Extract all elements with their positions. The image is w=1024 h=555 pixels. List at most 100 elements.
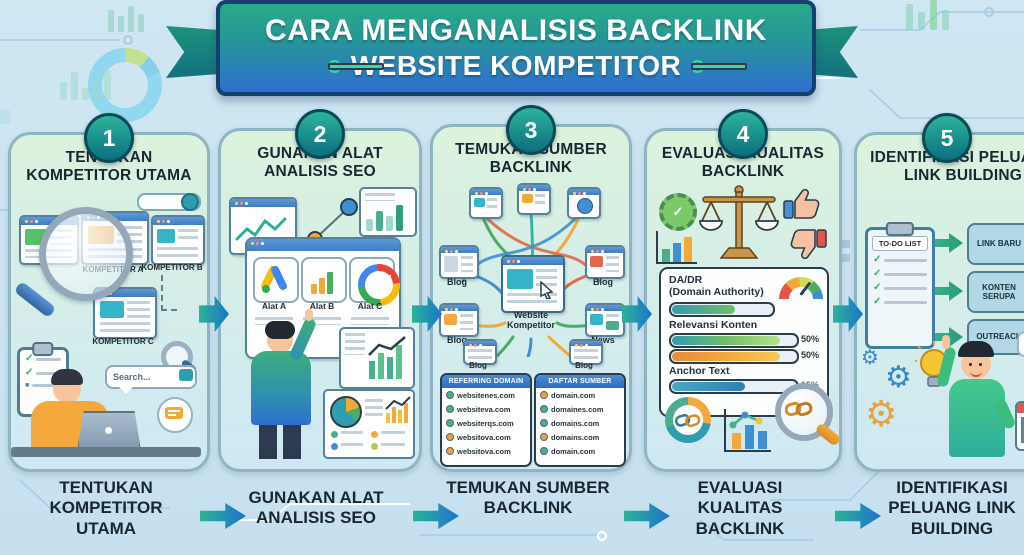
- person-body-teal: [251, 351, 311, 425]
- tool-a-tile: [253, 257, 299, 303]
- line-chart: [235, 217, 287, 241]
- cursor-icon: [540, 281, 554, 299]
- thumb-down-icon: [790, 229, 827, 259]
- quality-seal-icon: ✓: [659, 193, 697, 231]
- bars-decoration: [60, 70, 111, 100]
- source-label: Blog: [447, 277, 467, 287]
- da-dr-label: DA/DR: [669, 274, 703, 286]
- step-number-badge: 5: [922, 113, 972, 163]
- gear-icon: ⚙: [861, 345, 879, 369]
- desk: [11, 447, 201, 457]
- person-hair: [265, 321, 295, 339]
- step-number-badge: 1: [84, 113, 134, 163]
- mini-chart-icon: [724, 409, 771, 452]
- tool-b-tile: [301, 257, 347, 303]
- blog-window: [569, 339, 603, 365]
- bar-chart-card: [359, 187, 417, 237]
- todo-clipboard: TO-DO LIST ✓ ✓ ✓ ✓: [865, 222, 935, 349]
- todo-list-title: TO-DO LIST: [872, 236, 928, 251]
- scale-icon: [699, 185, 779, 259]
- tool-a-label: Alat A: [261, 301, 287, 311]
- metrics-card: DA/DR (Domain Authority) Relevansi Konte…: [659, 267, 829, 417]
- step-panel-4: 4 EVALUASI KUALITAS BACKLINK ✓ DA/DR (Do…: [644, 109, 842, 472]
- table-row: domaines.com: [536, 402, 624, 416]
- step-number-badge: 3: [506, 105, 556, 155]
- source-label: Blog: [447, 335, 467, 345]
- chat-bubble-icon: [157, 397, 193, 433]
- table-row: websiterqs.com: [442, 416, 530, 430]
- status-dot: [540, 405, 548, 413]
- step-panel-1: 1 TENTUKAN KOMPETITOR UTAMA KOMPETITOR A…: [8, 113, 210, 472]
- banner-title-line2: WEBSITE KOMPETITOR: [350, 50, 682, 81]
- competitor-b-window: [151, 215, 205, 265]
- search-pill-icon: [181, 193, 199, 211]
- laptop-icon: [77, 411, 141, 451]
- person-body-green: [949, 379, 1005, 457]
- status-dot: [540, 433, 548, 441]
- relevansi-value-1: 50%: [801, 334, 820, 344]
- source-label: Blog: [575, 361, 593, 370]
- referring-domain-table: REFERRING DOMAIN websitenes.com websitev…: [440, 373, 532, 467]
- footer-step-3: TEMUKAN SUMBER BACKLINK: [446, 478, 610, 518]
- step-panel-2: 2 GUNAKAN ALAT ANALISIS SEO: [218, 109, 422, 472]
- table-row: websiteva.com: [442, 402, 530, 416]
- search-bar-text: Search...: [113, 372, 151, 382]
- table-header: DAFTAR SUMBER: [536, 375, 624, 388]
- status-dot: [540, 391, 548, 399]
- person-leg: [283, 425, 301, 459]
- opportunity-pill: KONTEN SERUPA: [967, 271, 1024, 313]
- tool-b-icon: [311, 284, 317, 294]
- relevansi-value-2: 50%: [801, 350, 820, 360]
- person-finger: [942, 335, 950, 349]
- person-hair: [958, 341, 994, 357]
- magnifier-icon: [39, 207, 133, 301]
- step-number-badge: 4: [718, 109, 768, 159]
- table-header: REFERRING DOMAIN: [442, 375, 530, 388]
- blog-window: [463, 339, 497, 365]
- competitor-b-label: KOMPETITOR B: [141, 263, 203, 272]
- quality-bars-icon: [656, 231, 697, 264]
- person-hair: [51, 369, 83, 385]
- globe-window: [567, 187, 601, 219]
- title-ribbon: CARA MENGANALISIS BACKLINK WEBSITE KOMPE…: [216, 0, 816, 96]
- da-progress-bar: [669, 302, 775, 317]
- search-bar: Search...: [105, 365, 197, 394]
- blog-window: [585, 245, 625, 279]
- gear-icon: ⚙: [885, 360, 912, 395]
- competitor-c-label: KOMPETITOR C: [92, 337, 154, 346]
- step-panel-3: 3 TEMUKAN SUMBER BACKLINK Blog Blog Bl: [430, 105, 632, 472]
- donut-chart-decoration: [88, 48, 162, 122]
- globe-icon: [577, 198, 593, 214]
- gear-icon: ⚙: [865, 394, 898, 435]
- todo-arrow: [935, 281, 963, 301]
- table-row: websitova.com: [442, 444, 530, 458]
- banner-title-line1: CARA MENGANALISIS BACKLINK: [265, 14, 767, 47]
- relevansi-bar-2: [669, 349, 799, 364]
- bars-line-chart: [368, 336, 406, 379]
- todo-arrow: [935, 233, 963, 253]
- banner-ornament-left: [327, 59, 384, 73]
- status-dot: [540, 447, 548, 455]
- footer-step-5: IDENTIFIKASI PELUANG LINK BUILDING: [888, 478, 1016, 538]
- footer-step-4: EVALUASI KUALITAS BACKLINK: [695, 478, 785, 538]
- step-number-badge: 2: [295, 109, 345, 159]
- table-row: websitova.com: [442, 430, 530, 444]
- status-dot: [446, 391, 454, 399]
- table-row: domain.com: [536, 388, 624, 402]
- tool-c-label: Alat C: [357, 301, 383, 311]
- status-dot: [446, 433, 454, 441]
- daftar-sumber-table: DAFTAR SUMBER domain.com domaines.com do…: [534, 373, 626, 467]
- dashboard-card-2: [323, 389, 415, 459]
- thumb-up-icon: [783, 189, 820, 219]
- domain-authority-label: (Domain Authority): [669, 286, 764, 298]
- person-finger: [305, 309, 313, 321]
- tool-b-label: Alat B: [309, 301, 335, 311]
- title-banner: CARA MENGANALISIS BACKLINK WEBSITE KOMPE…: [166, 0, 858, 96]
- table-row: domains.com: [536, 430, 624, 444]
- opportunity-pill: LINK BARU: [967, 223, 1024, 265]
- status-dot: [446, 447, 454, 455]
- source-label: Blog: [593, 277, 613, 287]
- status-dot: [446, 419, 454, 427]
- source-label: News: [591, 335, 615, 345]
- anchor-text-label: Anchor Text: [669, 365, 730, 377]
